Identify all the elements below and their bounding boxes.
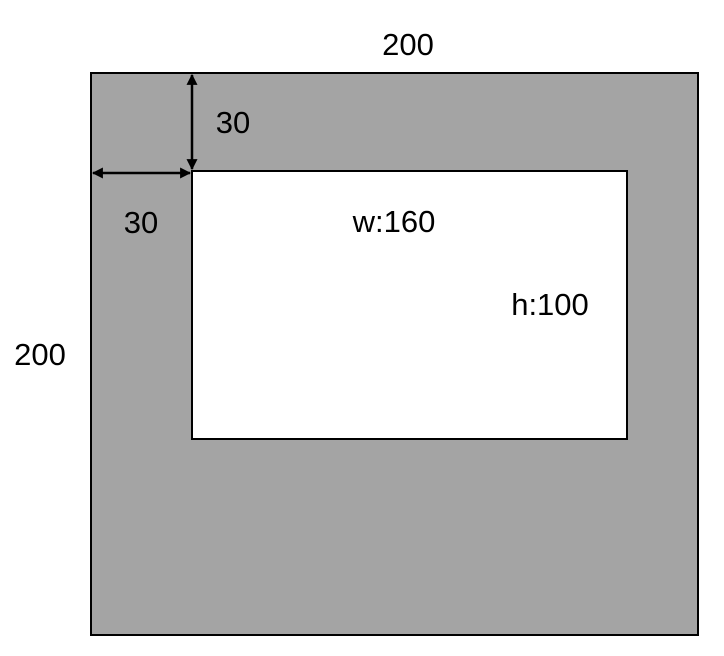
outer-height-label: 200 [14,337,66,372]
inner-box [191,170,628,440]
inner-width-label: w:160 [352,204,436,239]
left-offset-label: 30 [124,205,158,240]
top-offset-label: 30 [216,105,250,140]
outer-width-label: 200 [382,27,434,62]
inner-height-label: h:100 [511,287,589,322]
